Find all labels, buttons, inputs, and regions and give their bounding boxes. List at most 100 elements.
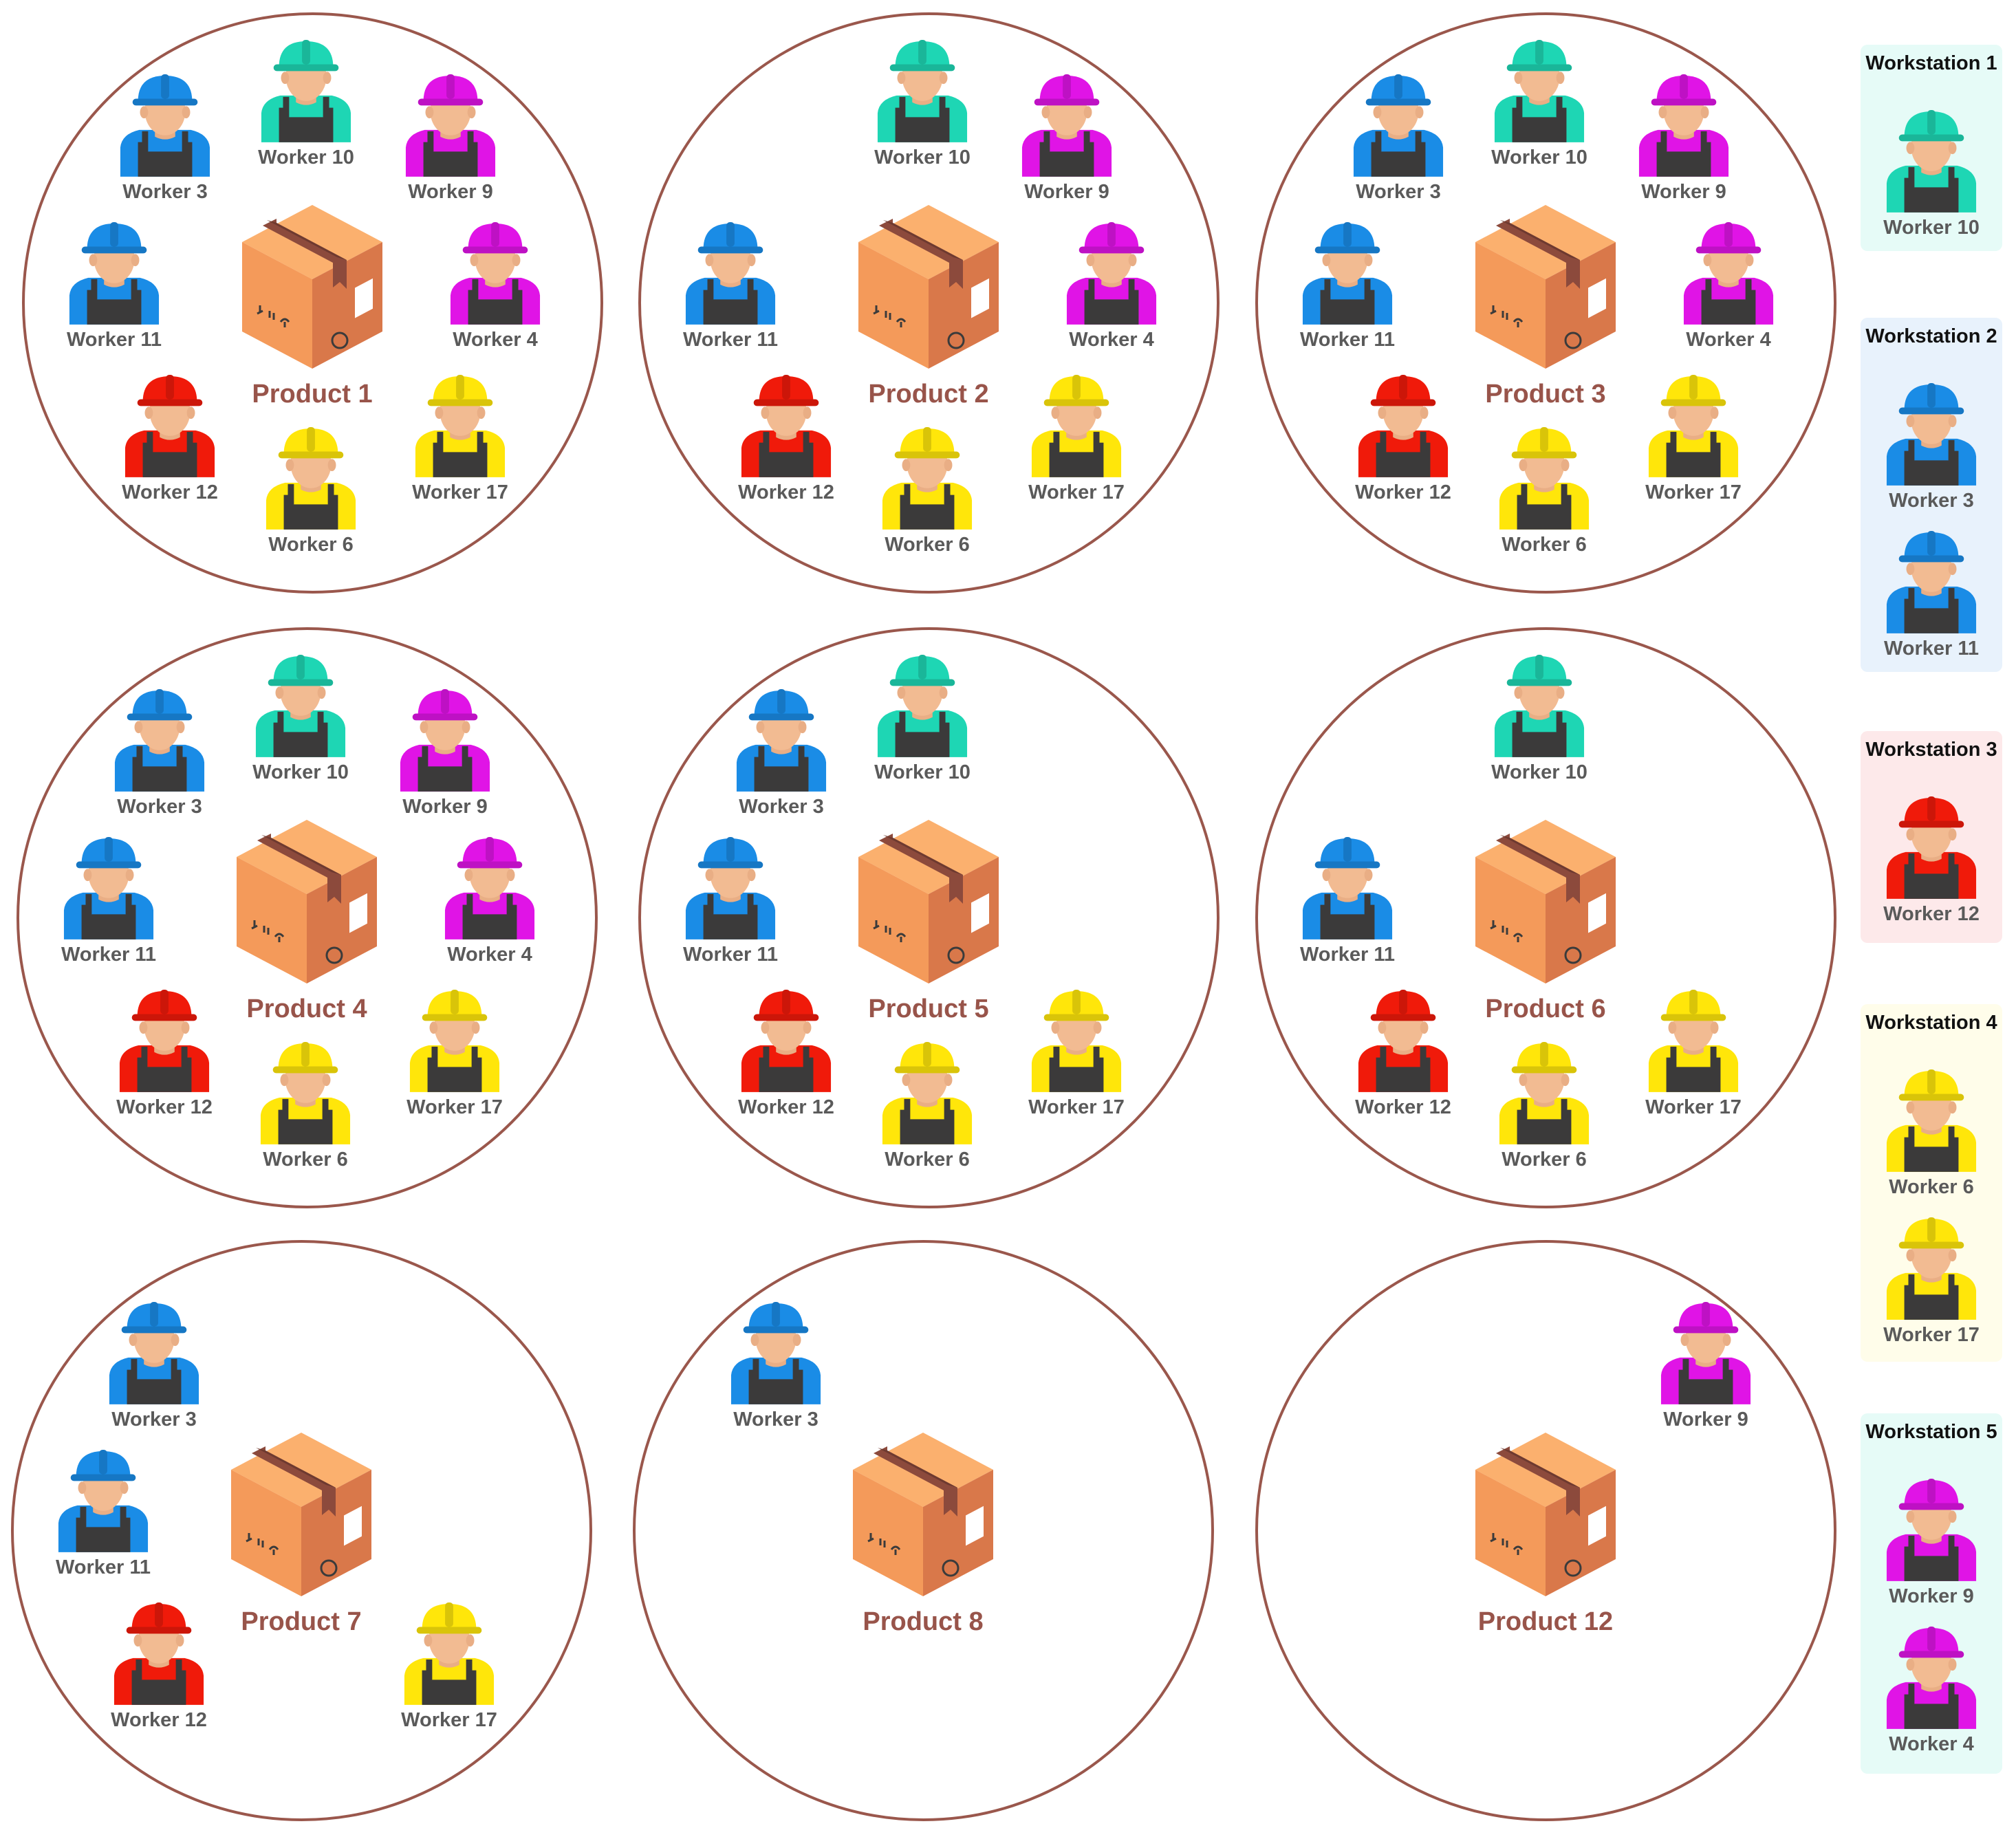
product: Product 6 [1463,814,1628,1041]
worker-label: Worker 11 [1883,638,1980,660]
product-worker-w6: Worker 6 [237,1039,374,1171]
worker-label: Worker 3 [739,796,824,818]
product-worker-w17: Worker 17 [1625,371,1762,503]
worker-label: Worker 12 [738,481,834,503]
workstation-title: Workstation 3 [1865,739,1997,761]
worker-label: Worker 10 [874,146,971,169]
worker-label: Worker 9 [402,796,488,818]
product-worker-w10: Worker 10 [232,651,369,783]
worker-label: Worker 10 [258,146,354,169]
product-worker-w11: Worker 11 [662,834,799,966]
workstation-worker-w17: Worker 17 [1863,1214,2000,1346]
product-worker-w10: Worker 10 [854,651,991,783]
worker-label: Worker 4 [1889,1733,1974,1755]
product-label: Product 7 [241,1607,362,1636]
workstation-title: Workstation 2 [1865,325,1997,347]
worker-label: Worker 6 [1502,534,1587,556]
worker-label: Worker 17 [1028,481,1125,503]
worker-label: Worker 4 [1686,329,1771,351]
worker-label: Worker 6 [263,1149,348,1171]
product-worker-w11: Worker 11 [662,219,799,351]
worker-label: Worker 10 [252,761,349,783]
product-label: Product 4 [246,994,367,1023]
workstation-worker-w3: Worker 3 [1863,380,2000,512]
product-worker-w3: Worker 3 [1330,71,1467,203]
workstation-worker-w4: Worker 4 [1863,1623,2000,1755]
product-worker-w10: Worker 10 [1471,651,1608,783]
workstation-worker-w10: Worker 10 [1863,107,2000,239]
product-worker-w10: Worker 10 [1471,36,1608,169]
product-label: Product 12 [1477,1607,1614,1636]
product-worker-w12: Worker 12 [1334,986,1472,1118]
worker-label: Worker 4 [447,944,532,966]
product-worker-w12: Worker 12 [90,1599,228,1731]
worker-label: Worker 9 [1889,1585,1974,1607]
workstation-4: Workstation 4 Worker 6 Worker 17 [1861,1004,2002,1362]
worker-label: Worker 11 [1299,329,1396,351]
worker-label: Worker 12 [122,481,218,503]
product-worker-w12: Worker 12 [101,371,239,503]
product-worker-w12: Worker 12 [717,371,855,503]
worker-label: Worker 6 [268,534,354,556]
workstation-worker-w12: Worker 12 [1863,793,2000,925]
worker-label: Worker 17 [1028,1096,1125,1118]
product-worker-w3: Worker 3 [713,686,850,818]
workstation-2: Workstation 2 Worker 3 Worker 11 [1861,318,2002,672]
worker-label: Worker 17 [1883,1324,1980,1346]
product-worker-w12: Worker 12 [96,986,233,1118]
product-worker-w9: Worker 9 [998,71,1136,203]
workstation-worker-w9: Worker 9 [1863,1475,2000,1607]
product-worker-w3: Worker 3 [91,686,228,818]
worker-label: Worker 9 [1024,181,1109,203]
worker-label: Worker 12 [738,1096,834,1118]
worker-label: Worker 17 [1645,1096,1742,1118]
product: Product 7 [219,1427,384,1654]
worker-label: Worker 3 [117,796,202,818]
workstation-1: Workstation 1 Worker 10 [1861,45,2002,251]
product-worker-w17: Worker 17 [1625,986,1762,1118]
worker-label: Worker 3 [122,181,208,203]
product-worker-w17: Worker 17 [1008,371,1145,503]
product-worker-w6: Worker 6 [858,1039,996,1171]
workstation-title: Workstation 4 [1865,1012,1997,1034]
product: Product 3 [1463,199,1628,426]
worker-label: Worker 11 [682,329,779,351]
product-label: Product 1 [252,380,373,409]
product-worker-w12: Worker 12 [1334,371,1472,503]
worker-label: Worker 11 [1299,944,1396,966]
worker-label: Worker 12 [1355,1096,1451,1118]
product: Product 5 [846,814,1011,1041]
product-worker-w9: Worker 9 [1615,71,1753,203]
workstation-5: Workstation 5 Worker 9 Worker 4 [1861,1413,2002,1774]
product-worker-w3: Worker 3 [707,1298,845,1431]
product-worker-w6: Worker 6 [1475,1039,1613,1171]
worker-label: Worker 17 [407,1096,503,1118]
product-worker-w6: Worker 6 [1475,424,1613,556]
product-worker-w3: Worker 3 [96,71,234,203]
worker-label: Worker 12 [116,1096,213,1118]
worker-label: Worker 11 [55,1556,151,1578]
product-worker-w4: Worker 4 [1660,219,1797,351]
product-worker-w17: Worker 17 [386,986,523,1118]
product-worker-w10: Worker 10 [237,36,375,169]
product-label: Product 6 [1485,994,1606,1023]
worker-label: Worker 12 [1883,903,1980,925]
product-worker-w10: Worker 10 [854,36,991,169]
worker-label: Worker 3 [733,1409,819,1431]
product-worker-w9: Worker 9 [1637,1298,1775,1431]
worker-label: Worker 11 [61,944,157,966]
product-worker-w4: Worker 4 [426,219,564,351]
product-worker-w6: Worker 6 [858,424,996,556]
worker-label: Worker 6 [1889,1176,1974,1198]
worker-label: Worker 12 [111,1709,207,1731]
worker-label: Worker 11 [682,944,779,966]
worker-label: Worker 10 [1883,217,1980,239]
worker-label: Worker 3 [1356,181,1441,203]
product-worker-w11: Worker 11 [40,834,177,966]
product-worker-w12: Worker 12 [717,986,855,1118]
worker-label: Worker 9 [408,181,493,203]
worker-label: Worker 3 [1889,490,1974,512]
worker-label: Worker 17 [1645,481,1742,503]
product: Product 2 [846,199,1011,426]
